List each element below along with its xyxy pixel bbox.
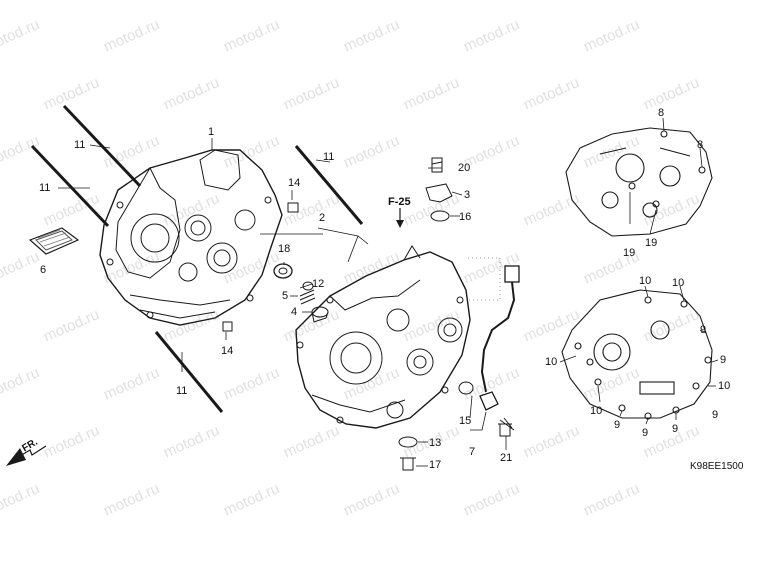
gasket-upper: [565, 127, 713, 237]
callout-19-a: 19: [623, 247, 636, 259]
callout-11-d: 11: [323, 151, 335, 163]
ref-arrow-head: [396, 220, 404, 228]
callout-11-b: 11: [39, 182, 51, 194]
callout-17: 17: [429, 459, 442, 471]
front-arrow-head: [6, 448, 26, 466]
leader-lines: [58, 117, 719, 467]
callout-15: 15: [459, 415, 472, 427]
small-parts: [273, 263, 329, 323]
callout-9-a: 9: [700, 324, 707, 336]
callout-3: 3: [464, 189, 471, 201]
callout-10-c: 10: [545, 356, 558, 368]
callout-14-a: 14: [288, 177, 301, 189]
callout-10-e: 10: [718, 380, 731, 392]
oil-filler-parts: [425, 157, 453, 222]
callout-18: 18: [278, 243, 291, 255]
callout-10-a: 10: [639, 275, 652, 287]
callout-19-b: 19: [645, 237, 658, 249]
callout-9-c: 9: [614, 419, 621, 431]
left-crankcase-half: [99, 149, 283, 326]
callout-21: 21: [500, 452, 513, 464]
flange-bolt: [498, 423, 512, 437]
callout-16: 16: [459, 211, 472, 223]
callout-11-c: 11: [176, 385, 188, 397]
dowel-pin-upper: [287, 202, 299, 213]
callout-9-e: 9: [672, 423, 679, 435]
callout-8-right: 8: [697, 139, 704, 151]
callout-9-d: 9: [642, 427, 649, 439]
callout-14-b: 14: [221, 345, 234, 357]
right-crankcase-half: [295, 245, 471, 429]
callout-10-d: 10: [590, 405, 603, 417]
callout-20: 20: [458, 162, 471, 174]
callout-11-a: 11: [74, 139, 86, 151]
stud-bolts: [30, 104, 364, 413]
callout-9-f: 9: [712, 409, 719, 421]
breather-region: [468, 257, 501, 301]
drain-plug: [398, 436, 418, 471]
callout-12: 12: [312, 278, 325, 290]
diagram-code: K98EE1500: [690, 461, 744, 472]
oil-strainer-screen: [28, 227, 80, 255]
sensor-assembly: [458, 265, 520, 431]
callout-6: 6: [40, 264, 47, 276]
callout-4: 4: [291, 306, 298, 318]
cover-lower: [561, 289, 713, 420]
callout-7: 7: [469, 446, 476, 458]
reference-label: F-25: [388, 196, 411, 208]
callout-9-b: 9: [720, 354, 727, 366]
callout-5: 5: [282, 290, 289, 302]
callout-8-top: 8: [658, 107, 665, 119]
dowel-pin-lower: [222, 321, 233, 332]
callout-13: 13: [429, 437, 442, 449]
callout-1: 1: [208, 126, 215, 138]
callout-2: 2: [319, 212, 326, 224]
callout-10-b: 10: [672, 277, 685, 289]
